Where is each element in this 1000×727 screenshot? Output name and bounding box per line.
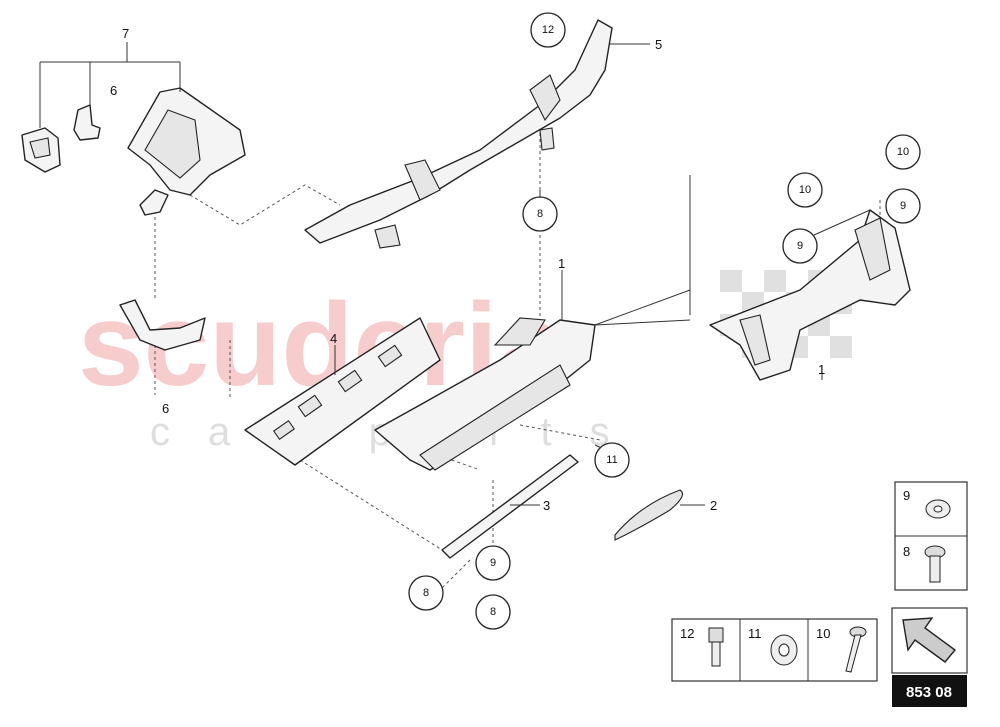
svg-text:8: 8	[423, 587, 429, 599]
screw-icon	[924, 545, 946, 583]
nav-arrow-box[interactable]	[891, 607, 968, 674]
callout-9-b: 9	[782, 228, 818, 264]
mount-bracket-part	[119, 299, 206, 351]
callout-9-low: 9	[475, 545, 511, 581]
label-1-mid: 1	[558, 256, 565, 271]
diagram-code: 853 08	[906, 684, 952, 701]
label-1-right: 1	[818, 362, 825, 377]
washer-icon	[925, 499, 951, 519]
bracket-small-part	[21, 127, 61, 173]
callout-10-b: 10	[787, 172, 823, 208]
svg-text:10: 10	[799, 184, 811, 196]
side-body-part	[709, 209, 911, 381]
svg-text:12: 12	[542, 24, 554, 36]
legend-num-12: 12	[680, 626, 694, 641]
legend-num-8: 8	[903, 544, 910, 559]
svg-text:9: 9	[490, 557, 496, 569]
label-3: 3	[543, 498, 550, 513]
callout-8-mid: 8	[522, 196, 558, 232]
legend-num-9: 9	[903, 488, 910, 503]
emblem-part	[614, 489, 683, 541]
svg-text:11: 11	[606, 454, 617, 466]
callout-10-a: 10	[885, 134, 921, 170]
label-6-low: 6	[162, 401, 169, 416]
svg-text:8: 8	[537, 208, 543, 220]
label-5: 5	[655, 37, 662, 52]
support-rod-part	[441, 454, 579, 559]
part-labels: 7 6 5 1 4 6 1 3 2	[110, 26, 825, 513]
callout-9-a: 9	[885, 188, 921, 224]
legend-num-11: 11	[748, 626, 762, 641]
legend-box-12-11-10: 12 11 10	[671, 618, 878, 682]
label-6-top: 6	[110, 83, 117, 98]
svg-text:9: 9	[900, 200, 906, 212]
center-body-part	[374, 317, 596, 471]
callout-8-low-left: 8	[408, 575, 444, 611]
legend-box-9-8: 9 8	[894, 481, 968, 591]
bolt-icon	[845, 626, 867, 673]
bracket-clip-part	[73, 104, 101, 141]
arrow-icon	[902, 617, 957, 663]
callout-11: 11	[594, 442, 630, 478]
legend-num-10: 10	[816, 626, 830, 641]
callout-12-top: 12	[530, 12, 566, 48]
label-4: 4	[330, 331, 337, 346]
svg-text:8: 8	[490, 606, 496, 618]
floor-panel-part	[244, 317, 441, 466]
label-2: 2	[710, 498, 717, 513]
clip-fastener-icon	[708, 627, 724, 667]
grommet-icon	[770, 634, 798, 666]
callout-8-low: 8	[475, 594, 511, 630]
air-duct-part	[127, 87, 246, 216]
svg-text:9: 9	[797, 240, 803, 252]
label-7: 7	[122, 26, 129, 41]
rear-spoiler-part	[304, 19, 613, 249]
svg-text:10: 10	[897, 146, 909, 158]
diagram-code-badge: 853 08	[892, 675, 967, 707]
